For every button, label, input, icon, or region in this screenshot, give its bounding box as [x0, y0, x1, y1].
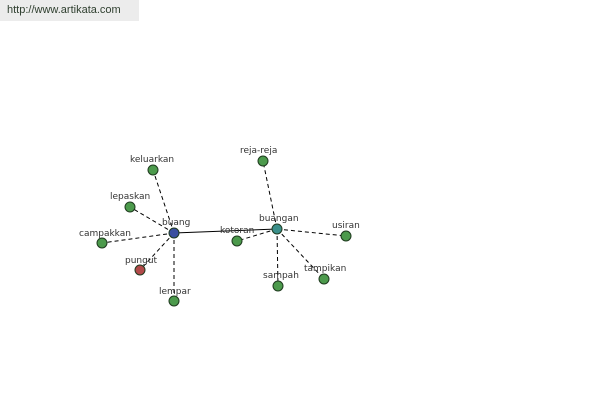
edge-buangan-sampah [276, 228, 279, 287]
edge-buang-campakkan [101, 232, 175, 244]
node-dot-buang[interactable] [168, 227, 180, 239]
node-reja-reja[interactable]: reja-reja [240, 146, 277, 167]
node-dot-buangan[interactable] [271, 223, 283, 235]
edge-buangan-tampikan [276, 228, 325, 280]
edge-buang-buangan [173, 228, 278, 234]
node-lepaskan[interactable]: lepaskan [110, 192, 150, 213]
node-label-reja-reja: reja-reja [240, 146, 277, 156]
node-lempar[interactable]: lempar [159, 287, 191, 307]
edge-buangan-usiran [276, 228, 347, 237]
node-dot-lempar[interactable] [168, 295, 180, 307]
node-label-tampikan: tampikan [304, 264, 346, 274]
node-dot-lepaskan[interactable] [124, 201, 136, 213]
node-buang[interactable]: buang [162, 218, 190, 239]
node-usiran[interactable]: usiran [332, 221, 360, 242]
node-dot-pungut[interactable] [134, 264, 146, 276]
node-label-pungut: pungut [125, 256, 158, 266]
node-dot-keluarkan[interactable] [147, 164, 159, 176]
node-label-lepaskan: lepaskan [110, 192, 150, 202]
node-sampah[interactable]: sampah [263, 271, 299, 292]
graph-edges [101, 160, 347, 301]
node-label-lempar: lempar [159, 287, 191, 297]
site-url-watermark: http://www.artikata.com [0, 0, 139, 21]
node-kotoran[interactable]: kotoran [220, 226, 254, 247]
node-label-buangan: buangan [259, 214, 299, 224]
node-dot-kotoran[interactable] [231, 235, 243, 247]
node-label-kotoran: kotoran [220, 226, 254, 236]
node-dot-tampikan[interactable] [318, 273, 330, 285]
node-pungut[interactable]: pungut [125, 256, 158, 276]
edge-buang-lepaskan [129, 206, 175, 234]
node-label-sampah: sampah [263, 271, 299, 281]
node-label-keluarkan: keluarkan [130, 155, 174, 165]
node-dot-campakkan[interactable] [96, 237, 108, 249]
node-label-usiran: usiran [332, 221, 360, 231]
node-buangan[interactable]: buangan [259, 214, 299, 235]
node-label-buang: buang [162, 218, 190, 228]
graph-nodes: buang buangan keluarkan lepaskan campakkan pu… [79, 146, 360, 307]
node-label-campakkan: campakkan [79, 229, 131, 239]
edge-buang-pungut [139, 232, 175, 271]
node-dot-sampah[interactable] [272, 280, 284, 292]
edge-buangan-reja-reja [262, 160, 278, 230]
node-keluarkan[interactable]: keluarkan [130, 155, 174, 176]
node-dot-usiran[interactable] [340, 230, 352, 242]
node-campakkan[interactable]: campakkan [79, 229, 131, 249]
node-dot-reja-reja[interactable] [257, 155, 269, 167]
node-tampikan[interactable]: tampikan [304, 264, 346, 285]
